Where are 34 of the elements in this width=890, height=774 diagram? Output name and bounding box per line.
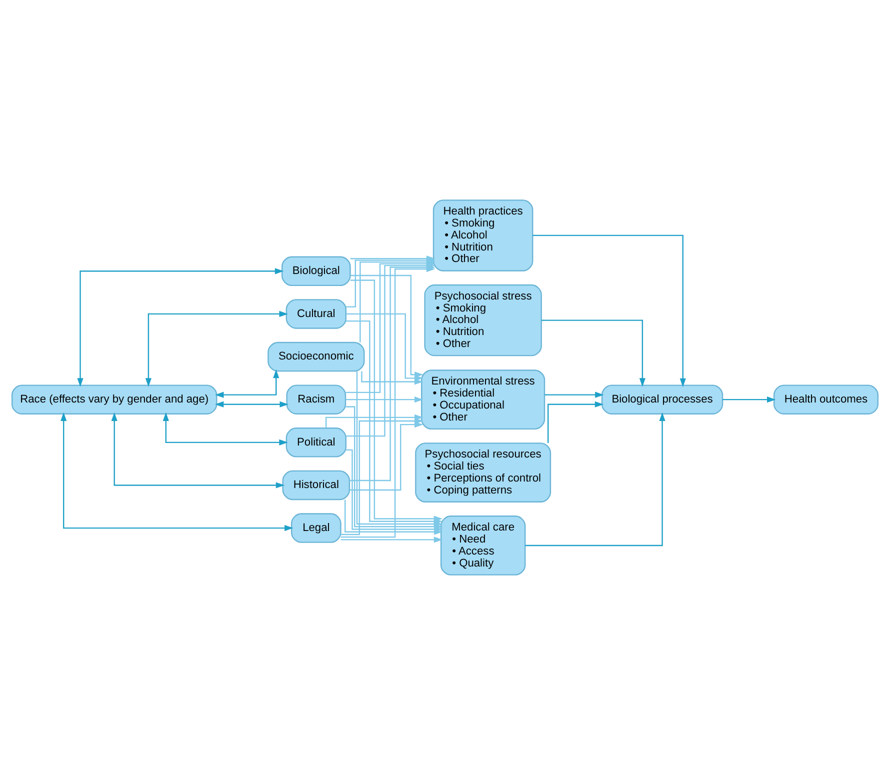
node-box: Psychosocial resources • Social ties • Perceptions of control • Coping patterns bbox=[415, 442, 552, 502]
arrow bbox=[525, 412, 666, 546]
arrow bbox=[544, 391, 604, 398]
arrow bbox=[214, 400, 288, 407]
arrow bbox=[111, 412, 285, 488]
arrow bbox=[215, 368, 280, 398]
node-box: Legal bbox=[290, 512, 342, 542]
arrow bbox=[77, 268, 284, 386]
arrow bbox=[145, 310, 288, 386]
node-box: Cultural bbox=[286, 298, 346, 328]
node-box: Biological bbox=[281, 256, 351, 286]
node-box: Historical bbox=[282, 470, 350, 500]
arrow bbox=[547, 400, 604, 443]
node-box: Biological processes bbox=[601, 384, 724, 414]
arrow bbox=[346, 396, 424, 402]
arrow bbox=[340, 265, 436, 538]
arrow bbox=[532, 234, 686, 387]
node-box: Psychosocial stress • Smoking • Alcohol • Nutrition • Other bbox=[424, 284, 542, 356]
arrow bbox=[346, 312, 424, 381]
node-box: Socioeconomic bbox=[268, 341, 365, 372]
arrow bbox=[361, 370, 424, 384]
node-box: Health practices • Smoking • Alcohol • Nutrition • Other bbox=[432, 199, 534, 271]
arrow bbox=[340, 536, 443, 542]
arrow bbox=[542, 319, 646, 386]
arrow bbox=[350, 274, 424, 378]
arrow bbox=[722, 396, 776, 402]
node-box: Environmental stress • Residential • Occupational • Other bbox=[421, 369, 546, 430]
arrow bbox=[60, 412, 294, 531]
node-box: Health outcomes bbox=[773, 384, 879, 414]
node-box: Political bbox=[286, 427, 346, 457]
arrow bbox=[162, 412, 288, 445]
node-box: Racism bbox=[286, 384, 346, 414]
node-box: Medical care • Need • Access • Quality bbox=[440, 515, 526, 575]
node-box: Race (effects vary by gender and age) bbox=[11, 384, 218, 414]
